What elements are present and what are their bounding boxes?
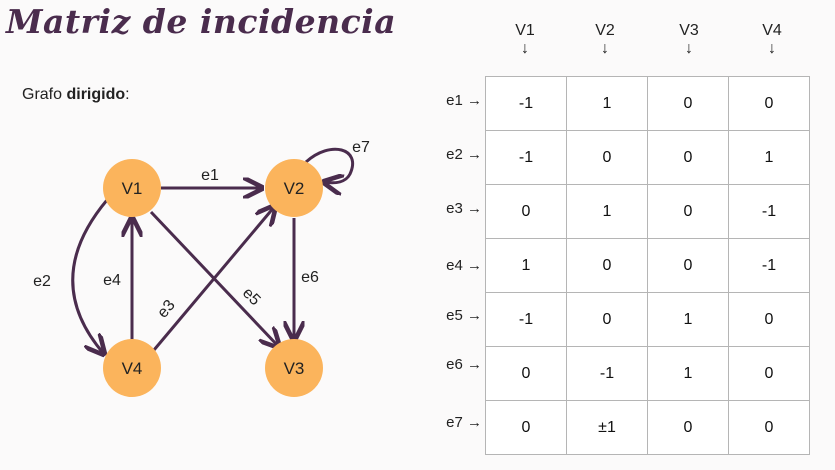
- matrix-cell: -1: [485, 292, 567, 347]
- edge-label-e1: e1: [201, 167, 219, 184]
- down-arrow-icon: ↓: [768, 40, 776, 57]
- matrix-cell: -1: [728, 238, 810, 293]
- matrix-cell: 0: [485, 346, 567, 401]
- right-arrow-icon: →: [467, 414, 482, 431]
- matrix-cell: -1: [485, 76, 567, 131]
- matrix-cell: 1: [566, 76, 648, 131]
- row-header-e7: e7 →: [424, 414, 482, 431]
- matrix-cell: 0: [728, 346, 810, 401]
- row-header-e6: e6 →: [424, 356, 482, 373]
- down-arrow-icon: ↓: [685, 40, 693, 57]
- row-header-e3: e3 →: [424, 200, 482, 217]
- row-header-e6-label: e6: [446, 356, 463, 373]
- matrix-cell: 1: [485, 238, 567, 293]
- matrix-row-e7: 0 ±1 0 0: [485, 400, 810, 455]
- column-header-v1-label: V1: [515, 22, 535, 39]
- node-v4: V4: [103, 339, 161, 397]
- matrix-cell: 1: [728, 130, 810, 185]
- row-header-e2: e2 →: [424, 146, 482, 163]
- edge-label-e6: e6: [301, 269, 319, 286]
- node-v4-label: V4: [122, 359, 143, 378]
- down-arrow-icon: ↓: [601, 40, 609, 57]
- matrix-cell: 0: [647, 76, 729, 131]
- matrix-cell: 0: [485, 400, 567, 455]
- column-header-v4: V4 ↓: [742, 22, 802, 58]
- row-header-e1: e1 →: [424, 92, 482, 109]
- matrix-cell: 0: [485, 184, 567, 239]
- matrix-cell: 1: [566, 184, 648, 239]
- edge-label-e2: e2: [33, 273, 51, 290]
- matrix-cell: 0: [647, 400, 729, 455]
- matrix-row-e6: 0 -1 1 0: [485, 346, 810, 401]
- node-v1-label: V1: [122, 179, 143, 198]
- matrix-row-e4: 1 0 0 -1: [485, 238, 810, 293]
- row-header-e2-label: e2: [446, 146, 463, 163]
- right-arrow-icon: →: [467, 92, 482, 109]
- edge-e7: [304, 147, 354, 182]
- right-arrow-icon: →: [467, 257, 482, 274]
- incidence-matrix: -1 1 0 0 -1 0 0 1 0 1 0 -1 1 0 0 -1 -1 0…: [485, 76, 810, 455]
- caption-prefix: Grafo: [22, 86, 67, 103]
- right-arrow-icon: →: [467, 146, 482, 163]
- matrix-cell: ±1: [566, 400, 648, 455]
- matrix-cell: 0: [647, 184, 729, 239]
- directed-graph: V1 V2 V3 V4 e1 e2 e3 e4 e5 e6 e7: [33, 139, 370, 397]
- matrix-cell: 0: [566, 238, 648, 293]
- column-header-v3-label: V3: [679, 22, 699, 39]
- row-header-e4-label: e4: [446, 257, 463, 274]
- matrix-cell: -1: [566, 346, 648, 401]
- row-header-e5: e5 →: [424, 307, 482, 324]
- matrix-cell: -1: [485, 130, 567, 185]
- matrix-row-e5: -1 0 1 0: [485, 292, 810, 347]
- graph-caption: Grafo dirigido:: [22, 86, 130, 104]
- matrix-cell: 0: [647, 238, 729, 293]
- node-v2: V2: [265, 159, 323, 217]
- matrix-cell: 1: [647, 292, 729, 347]
- matrix-cell: 0: [728, 400, 810, 455]
- right-arrow-icon: →: [467, 307, 482, 324]
- row-header-e5-label: e5: [446, 307, 463, 324]
- right-arrow-icon: →: [467, 200, 482, 217]
- matrix-cell: 1: [647, 346, 729, 401]
- matrix-cell: 0: [566, 130, 648, 185]
- row-header-e3-label: e3: [446, 200, 463, 217]
- row-header-e7-label: e7: [446, 414, 463, 431]
- edge-label-e5: e5: [239, 285, 264, 310]
- node-v3-label: V3: [284, 359, 305, 378]
- matrix-row-e1: -1 1 0 0: [485, 76, 810, 131]
- right-arrow-icon: →: [467, 356, 482, 373]
- column-header-v1: V1 ↓: [495, 22, 555, 58]
- down-arrow-icon: ↓: [521, 40, 529, 57]
- matrix-row-e2: -1 0 0 1: [485, 130, 810, 185]
- column-header-v2: V2 ↓: [575, 22, 635, 58]
- column-header-v2-label: V2: [595, 22, 615, 39]
- edge-label-e3: e3: [154, 297, 179, 322]
- matrix-row-e3: 0 1 0 -1: [485, 184, 810, 239]
- caption-bold: dirigido: [66, 86, 126, 103]
- caption-suffix: :: [125, 86, 130, 103]
- matrix-cell: 0: [728, 76, 810, 131]
- page-title: Matriz de incidencia: [6, 2, 397, 41]
- row-header-e1-label: e1: [446, 92, 463, 109]
- matrix-cell: 0: [566, 292, 648, 347]
- edge-label-e7: e7: [352, 139, 370, 156]
- node-v2-label: V2: [284, 179, 305, 198]
- edge-e5: [149, 210, 279, 347]
- edge-e2: [71, 199, 107, 354]
- node-v1: V1: [103, 159, 161, 217]
- matrix-cell: 0: [728, 292, 810, 347]
- node-v3: V3: [265, 339, 323, 397]
- column-header-v4-label: V4: [762, 22, 782, 39]
- matrix-cell: 0: [647, 130, 729, 185]
- edge-label-e4: e4: [103, 272, 121, 289]
- matrix-cell: -1: [728, 184, 810, 239]
- row-header-e4: e4 →: [424, 257, 482, 274]
- column-header-v3: V3 ↓: [659, 22, 719, 58]
